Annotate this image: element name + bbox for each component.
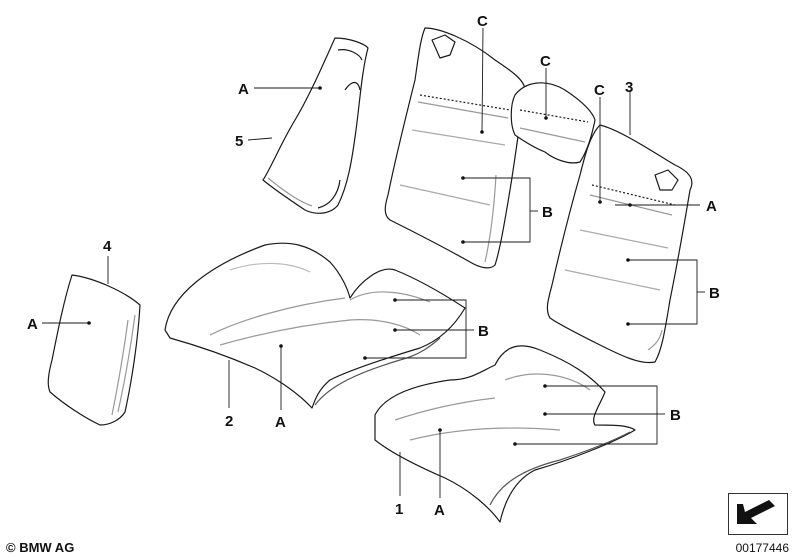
label-a-backrest-right: A (706, 198, 717, 215)
label-b-cushion-lower: B (670, 407, 681, 424)
label-c-left: C (477, 13, 488, 30)
view-direction-badge (728, 493, 788, 535)
label-4: 4 (103, 238, 112, 255)
center-pass-through (510, 82, 596, 164)
rear-cushion-part-1 (374, 345, 636, 523)
side-cushion-part-4 (47, 274, 141, 426)
label-c-right: C (594, 82, 605, 99)
label-5: 5 (235, 133, 243, 150)
label-a-cushion-2: A (275, 414, 286, 431)
side-bolster-part-5 (262, 37, 369, 214)
label-3: 3 (625, 79, 633, 96)
copyright-text: © BMW AG (6, 540, 75, 555)
leader-lines (42, 27, 705, 498)
label-b-backrest-right: B (709, 285, 720, 302)
arrow-icon (737, 500, 775, 524)
part-number: 00177446 (735, 541, 789, 555)
backrest-right (546, 124, 693, 364)
label-2: 2 (225, 413, 233, 430)
label-a-side-cushion: A (27, 316, 38, 333)
label-1: 1 (395, 501, 403, 518)
label-a-bolster: A (238, 81, 249, 98)
label-b-cushion-upper: B (478, 323, 489, 340)
label-a-cushion-1: A (434, 502, 445, 519)
backrest-left (384, 27, 526, 269)
rear-cushion-part-2 (164, 242, 466, 409)
label-b-backrest-left: B (542, 204, 553, 221)
reference-dots (87, 86, 632, 446)
label-c-center: C (540, 53, 551, 70)
callout-labels: C C C 3 A 5 B A B 4 A B 2 A B 1 A (27, 13, 720, 519)
